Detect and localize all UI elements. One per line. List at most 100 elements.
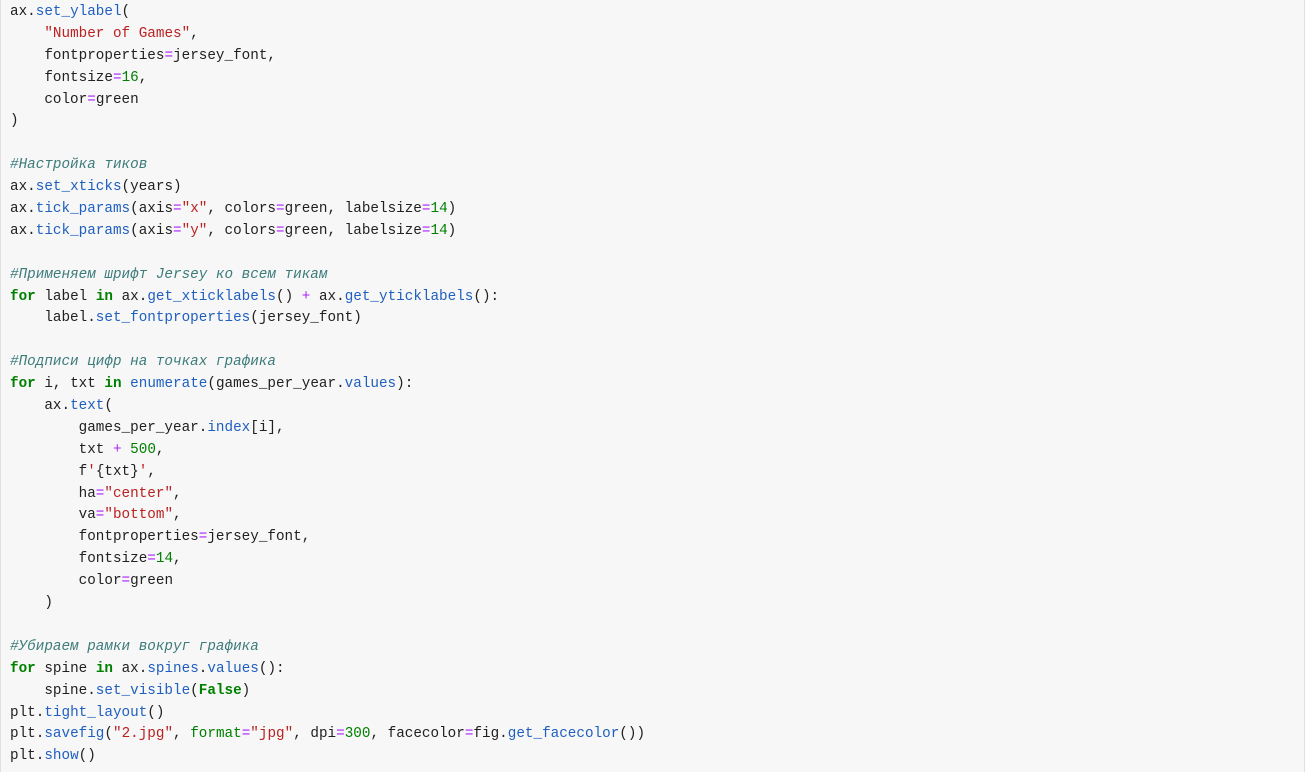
code-token: ( xyxy=(104,398,113,415)
code-token: = xyxy=(336,726,345,743)
code-token: ' xyxy=(87,463,96,480)
code-token: in xyxy=(95,288,113,305)
code-line[interactable]: for spine in ax.spines.values(): xyxy=(10,659,645,681)
code-token: for xyxy=(10,376,36,393)
code-line[interactable]: label.set_fontproperties(jersey_font) xyxy=(10,308,645,330)
code-token: ' xyxy=(138,463,148,480)
code-token: green, labelsize xyxy=(284,201,422,218)
code-token: , colors xyxy=(207,201,277,218)
code-line[interactable]: #Применяем шрифт Jersey ко всем тикам xyxy=(10,265,645,287)
code-token: tick_params xyxy=(35,222,131,239)
code-line[interactable] xyxy=(10,330,645,352)
code-token: plt. xyxy=(10,748,45,765)
code-token: in xyxy=(95,660,113,677)
code-line[interactable]: fontsize=14, xyxy=(10,549,645,571)
code-token: plt. xyxy=(10,726,45,743)
code-token: , xyxy=(147,463,156,480)
code-editor[interactable]: ax.set_ylabel( "Number of Games", fontpr… xyxy=(10,2,645,768)
code-line[interactable]: ax.tick_params(axis="x", colors=green, l… xyxy=(10,199,645,221)
code-token: "x" xyxy=(181,201,208,218)
code-line[interactable]: for label in ax.get_xticklabels() + ax.g… xyxy=(10,287,645,309)
code-token: ax. xyxy=(10,4,36,20)
code-line[interactable]: #Подписи цифр на точках графика xyxy=(10,352,645,374)
code-line[interactable]: ) xyxy=(10,593,645,615)
code-token: fontsize xyxy=(10,551,148,568)
code-token: #Подписи цифр на точках графика xyxy=(10,354,276,371)
code-token: = xyxy=(87,91,96,108)
code-token: #Убираем рамки вокруг графика xyxy=(10,638,259,655)
code-token: {txt} xyxy=(95,463,139,480)
code-token: "center" xyxy=(104,485,174,502)
code-line[interactable]: plt.show() xyxy=(10,746,645,768)
code-token xyxy=(122,376,131,392)
code-token: ()) xyxy=(619,726,646,743)
code-token: = xyxy=(276,222,285,239)
code-token: 300 xyxy=(344,726,371,743)
code-line[interactable]: ha="center", xyxy=(10,484,645,506)
code-line[interactable]: #Убираем рамки вокруг графика xyxy=(10,637,645,659)
code-token: = xyxy=(164,47,174,64)
code-line[interactable] xyxy=(10,133,645,155)
code-token: index xyxy=(207,419,251,436)
code-token: label xyxy=(35,288,96,305)
code-line[interactable]: color=green xyxy=(10,571,645,593)
code-token: ( xyxy=(121,4,131,20)
code-line[interactable]: color=green xyxy=(10,90,645,112)
code-line[interactable]: fontproperties=jersey_font, xyxy=(10,527,645,549)
code-token: ax. xyxy=(112,288,148,305)
code-token: "2.jpg" xyxy=(112,726,174,743)
code-line[interactable]: ) xyxy=(10,111,645,133)
code-line[interactable]: ax.tick_params(axis="y", colors=green, l… xyxy=(10,221,645,243)
code-line[interactable]: for i, txt in enumerate(games_per_year.v… xyxy=(10,374,645,396)
code-token: label. xyxy=(10,310,96,327)
code-token: spine xyxy=(35,660,96,677)
code-line[interactable]: fontproperties=jersey_font, xyxy=(10,46,645,68)
code-line[interactable]: ax.text( xyxy=(10,396,645,418)
code-line[interactable]: ax.set_xticks(years) xyxy=(10,177,645,199)
code-token: jersey_font, xyxy=(207,529,311,546)
code-token: savefig xyxy=(44,726,105,743)
code-token: for xyxy=(10,660,36,677)
code-token: ax. xyxy=(10,179,36,196)
code-token: get_xticklabels xyxy=(147,288,277,305)
code-token: ) xyxy=(10,595,53,612)
code-token: for xyxy=(10,288,36,305)
code-token: . xyxy=(198,660,208,677)
code-token: , xyxy=(138,69,148,86)
code-token: , facecolor xyxy=(370,726,465,743)
code-line[interactable]: ax.set_ylabel( xyxy=(10,2,645,24)
code-token: = xyxy=(121,573,131,590)
code-line[interactable]: games_per_year.index[i], xyxy=(10,418,645,440)
code-line[interactable]: f'{txt}', xyxy=(10,462,645,484)
code-token: (jersey_font) xyxy=(250,310,362,327)
code-token: ): xyxy=(396,376,414,393)
code-token: + xyxy=(301,288,311,305)
code-line[interactable] xyxy=(10,243,645,265)
code-token: = xyxy=(95,485,105,502)
code-line[interactable] xyxy=(10,615,645,637)
code-line[interactable]: plt.tight_layout() xyxy=(10,703,645,725)
code-token: ax. xyxy=(310,288,345,305)
code-token: = xyxy=(421,201,431,218)
code-token: set_visible xyxy=(95,682,191,699)
code-line[interactable]: "Number of Games", xyxy=(10,24,645,46)
code-token xyxy=(122,442,131,458)
code-line[interactable]: txt + 500, xyxy=(10,440,645,462)
code-token: #Настройка тиков xyxy=(10,157,148,174)
code-line[interactable]: spine.set_visible(False) xyxy=(10,681,645,703)
code-token: "bottom" xyxy=(104,507,174,524)
code-token: [i], xyxy=(250,419,285,436)
code-line[interactable]: va="bottom", xyxy=(10,505,645,527)
code-line[interactable]: fontsize=16, xyxy=(10,68,645,90)
code-token: ( xyxy=(190,682,199,699)
code-token: False xyxy=(198,682,242,699)
code-token: text xyxy=(70,398,105,415)
code-token: fontproperties xyxy=(10,529,199,546)
code-token: plt. xyxy=(10,704,45,721)
code-line[interactable]: plt.savefig("2.jpg", format="jpg", dpi=3… xyxy=(10,724,645,746)
code-line[interactable]: #Настройка тиков xyxy=(10,155,645,177)
code-token: spines xyxy=(147,660,199,677)
code-token: set_ylabel xyxy=(35,4,122,20)
code-token: () xyxy=(147,704,165,721)
